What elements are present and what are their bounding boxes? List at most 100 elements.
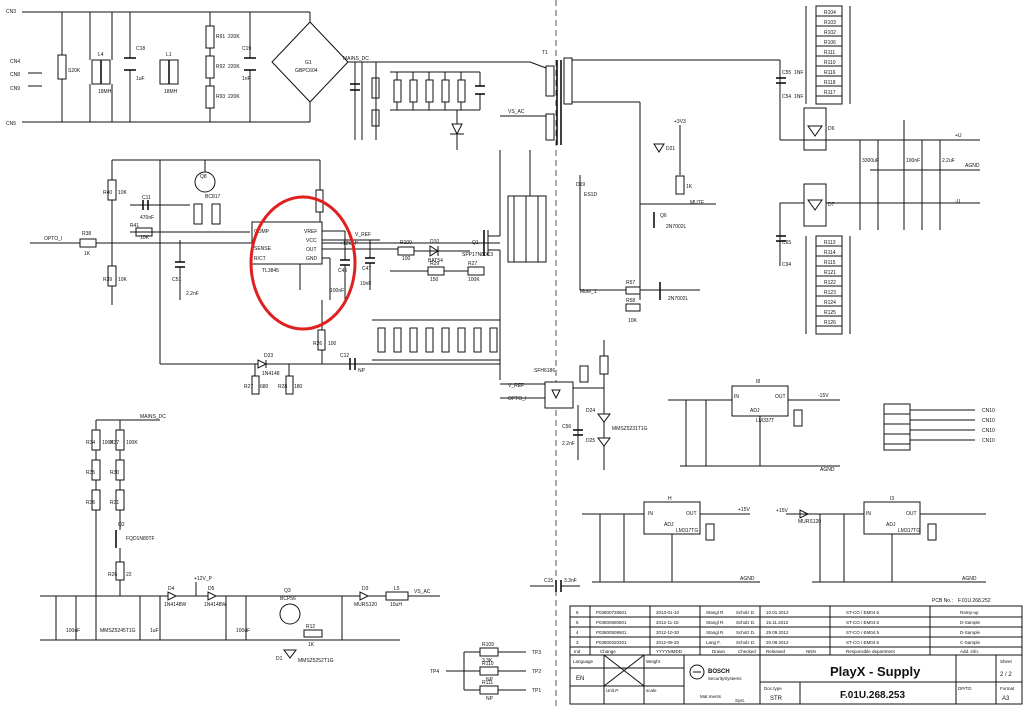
rev0-n: 6: [576, 610, 579, 615]
rev3-stage: ST-CO / EM04.5: [846, 640, 880, 645]
cap-100n-label: 100nF: [906, 158, 920, 164]
opto-vref-label: V_REF: [508, 383, 524, 389]
rev1-stage: ST-CO / EM04.5: [846, 620, 880, 625]
q8-value: BC817: [205, 194, 221, 200]
l5-label: L5: [394, 586, 400, 592]
vs-ac-label: VS_AC: [508, 109, 525, 115]
connector-cn3: CN3: [6, 9, 16, 15]
rev1-id: P03800580801: [596, 620, 627, 625]
rev1-rel: 15.11.2012: [766, 620, 789, 625]
opto-i-label: OPTO_I: [44, 236, 62, 242]
ic8-adj: ADJ: [750, 408, 760, 414]
ic8-out: OUT: [775, 394, 786, 400]
c19-value: 1nF: [242, 76, 251, 82]
rev2-rel: 29.09.2012: [766, 630, 789, 635]
c51-label: C51: [172, 277, 181, 283]
r27b-label: R27: [468, 261, 477, 267]
rev0-by: Stangl R.: [706, 610, 725, 615]
c56-value: 2.2nF: [562, 441, 575, 447]
r117-label: R117: [824, 90, 836, 96]
doctype-value: STR: [770, 696, 783, 702]
c46-label: C46: [338, 268, 347, 274]
aux-cap3-label: 1uF: [150, 628, 159, 634]
controller-block: OPTO_I R38 1K R40 10K R39 10K C11 470nF …: [30, 150, 547, 395]
murs120-label: MURS120: [798, 519, 821, 525]
r102-label: R102: [824, 30, 836, 36]
agnd-reg2-label: AGND: [740, 576, 755, 582]
pcb-no-label: PCB No.:: [932, 598, 953, 604]
connector-cn4: CN4: [10, 59, 20, 65]
r110-label: R110: [824, 60, 836, 66]
r100-label: R100: [400, 240, 412, 246]
d5-value: 1N4148W: [204, 602, 227, 608]
r29-value: 150: [430, 277, 439, 283]
c18-value: 1uF: [136, 76, 145, 82]
r34-label: R34: [86, 440, 95, 446]
r91-label: R91: [216, 34, 225, 40]
d5-label: D5: [208, 586, 215, 592]
opto-out-label: OPTO_I: [508, 396, 526, 402]
pin-rct: R/CT: [254, 256, 266, 262]
plus15v-a-label: +15V: [738, 507, 750, 513]
d10-value: BAT54: [428, 258, 443, 264]
c12-value: NP: [358, 368, 366, 374]
r100-value: 100: [402, 256, 411, 262]
c51-value: 2.2nF: [186, 291, 199, 297]
hdr-nnn: NNN: [806, 649, 816, 654]
agnd-reg3-label: AGND: [962, 576, 977, 582]
q1-value: SPP17N80C3: [462, 252, 493, 258]
r104-label: R104: [824, 10, 836, 16]
hdr-info: Add. info.: [960, 649, 979, 654]
q2-label: Q2: [118, 522, 125, 528]
format-value: A3: [1002, 696, 1010, 702]
r125-label: R125: [824, 310, 836, 316]
r12-value: 1K: [308, 642, 315, 648]
c15-label: C15: [544, 578, 553, 584]
r34-value: 100K: [102, 440, 114, 446]
pin-out: OUT: [306, 247, 317, 253]
hdr-checked: Checked: [738, 649, 756, 654]
r26-aux-value: 22: [126, 572, 132, 578]
language-label: Language: [573, 659, 594, 664]
c47-label: C47: [362, 266, 371, 272]
q2-value: FQD1N80TF: [126, 536, 155, 542]
c54-label: C54: [782, 94, 791, 100]
hdr-released: Released: [766, 649, 786, 654]
agnd-reg1-label: AGND: [820, 467, 835, 473]
g1-label: G1: [305, 60, 312, 66]
icg-in: IN: [866, 511, 871, 517]
r28-value: 180: [294, 384, 303, 390]
r116-label: R116: [824, 70, 836, 76]
d25-label: D25: [586, 438, 595, 444]
ic-g-label: I3: [890, 496, 894, 502]
test-points: TP4 R109 3.3K R110 NP R111 NP TP3 TP2 TP…: [430, 642, 541, 702]
mute-in-label: Mute_1: [580, 289, 597, 295]
v-ref-label: V_REF: [355, 232, 371, 238]
plus-u-label: +U: [955, 133, 962, 139]
ich-in: IN: [648, 511, 653, 517]
aux-cap2-label: 100uF: [236, 628, 250, 634]
l4-label: L4: [98, 52, 104, 58]
rev0-id: P03800728601: [596, 610, 627, 615]
plus3v3-label: +3V3: [674, 119, 686, 125]
l4-value: 18MH: [98, 89, 112, 95]
c19-label: C19: [242, 46, 251, 52]
r115-label: R115: [824, 260, 836, 266]
rev1-date: 2012-11-15: [656, 620, 679, 625]
rev0-desc: Ramp-up: [960, 610, 979, 615]
rev2-stage: ST-CO / EM04.5: [846, 630, 880, 635]
rev0-chk: Scholz D.: [736, 610, 755, 615]
hdr-drawn: Drawn: [712, 649, 726, 654]
r106-label: R106: [824, 40, 836, 46]
mute-net-label: MUTE: [690, 200, 705, 206]
l5-value: 10uH: [390, 602, 402, 608]
rev3-id: P03800320201: [596, 640, 627, 645]
brand-sub: SecuritySystems: [708, 676, 742, 681]
ic-tl3845-label: TL3845: [262, 268, 279, 274]
primary-snubber: [350, 62, 485, 150]
aux-cap1-label: 100uF: [66, 628, 80, 634]
transformer-t1: T1 VS_AC: [500, 50, 780, 145]
r41-label: R41: [130, 223, 139, 229]
r57-value: 1K: [686, 184, 693, 190]
rev3-date: 2012-09-20: [656, 640, 680, 645]
